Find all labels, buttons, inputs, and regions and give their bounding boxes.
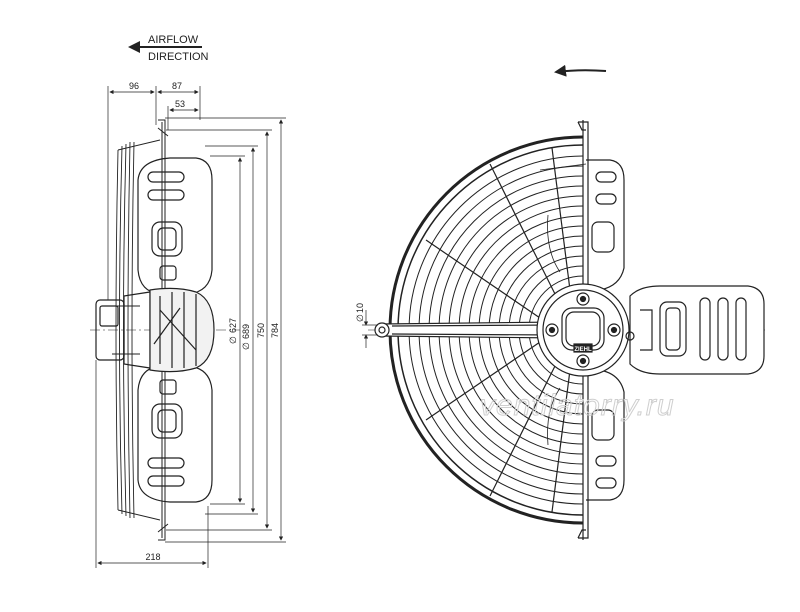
dim-87: 87 [172, 81, 182, 91]
watermark: ventilatorry.ru [480, 389, 675, 422]
dim-784-group: 784 [270, 323, 280, 338]
upper-blade-side [137, 157, 213, 295]
mounting-bar [374, 321, 561, 339]
rotation-arrow-icon [554, 64, 607, 77]
blade-lower-front [547, 369, 625, 501]
dimension-lines-side [95, 86, 286, 568]
dim-10-group: ∅ 10 [355, 303, 365, 322]
dim-10: 10 [355, 303, 365, 313]
dim-750-group: 750 [256, 323, 266, 338]
hub [536, 283, 635, 377]
dim-784: 784 [270, 323, 280, 338]
dim-689: 689 [241, 324, 251, 339]
lower-blade-side [137, 365, 213, 503]
dim-218: 218 [145, 552, 160, 562]
dim-10-symbol: ∅ [355, 314, 365, 322]
dim-627: 627 [228, 318, 238, 333]
blade-upper-front [539, 159, 625, 291]
motor-side [95, 287, 215, 373]
blade-right-front [629, 285, 765, 375]
guard-spokes [425, 147, 571, 513]
dim-10-lines [362, 310, 378, 348]
dim-627-group: ∅ 627 [228, 318, 238, 344]
dim-627-symbol: ∅ [228, 336, 238, 344]
side-view [90, 41, 286, 568]
dim-750: 750 [256, 323, 266, 338]
airflow-label-line2: DIRECTION [148, 51, 209, 63]
dim-96: 96 [129, 81, 139, 91]
hub-badge: ZIEHL [574, 347, 592, 353]
dim-689-symbol: ∅ [241, 342, 251, 350]
front-view [362, 64, 765, 540]
dim-689-group: ∅ 689 [241, 324, 251, 350]
airflow-label-line1: AIRFLOW [148, 34, 199, 46]
dim-53: 53 [175, 99, 185, 109]
